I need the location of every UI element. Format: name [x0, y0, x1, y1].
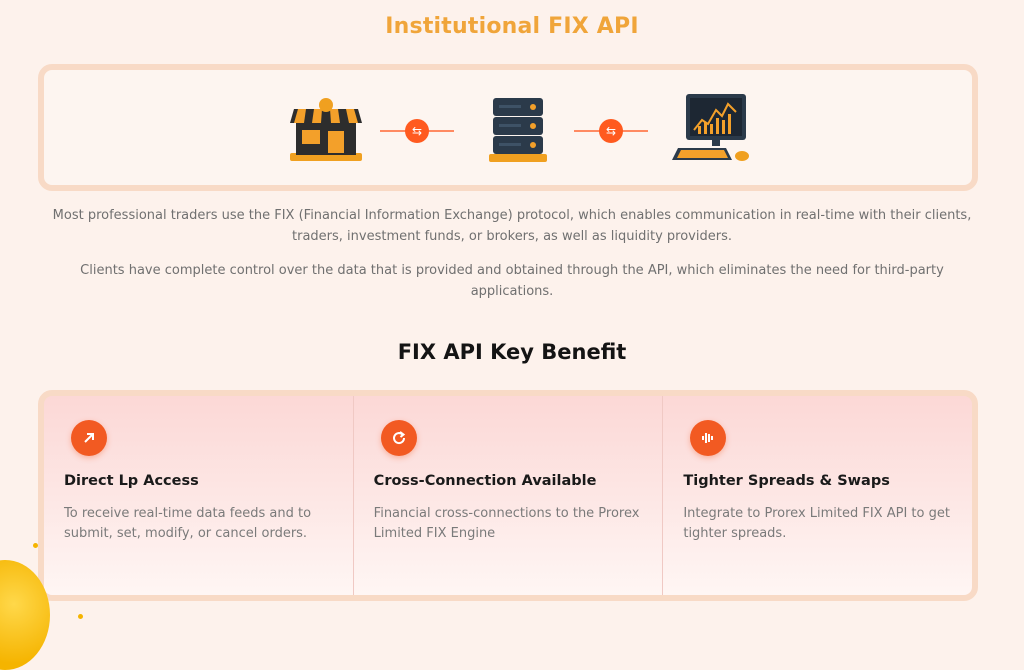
benefit-text: Financial cross-connections to the Prore… [373, 506, 640, 541]
benefit-card-cross-connection: Cross-Connection Available Financial cro… [354, 396, 664, 595]
refresh-cycle-icon [380, 420, 417, 456]
benefits-heading: FIX API Key Benefit [397, 340, 627, 364]
benefit-title: Direct Lp Access [64, 473, 199, 489]
sound-bars-icon [690, 420, 727, 456]
benefit-text: Integrate to Prorex Limited FIX API to g… [683, 506, 950, 541]
benefit-title: Cross-Connection Available [373, 473, 597, 489]
connector-1: ⇆ [380, 118, 454, 144]
exchange-arrows-icon: ⇆ [599, 119, 623, 143]
exchange-arrows-icon: ⇆ [405, 119, 429, 143]
flow-diagram: ⇆ ⇆ [44, 70, 972, 185]
flow-diagram-card: ⇆ ⇆ [38, 64, 978, 191]
trading-computer-icon [672, 92, 754, 170]
benefits-panel: Direct Lp Access To receive real-time da… [38, 390, 978, 601]
server-icon [487, 94, 549, 168]
decorative-sparkle [78, 614, 83, 619]
benefit-title: Tighter Spreads & Swaps [683, 473, 890, 489]
benefit-card-direct-lp-access: Direct Lp Access To receive real-time da… [44, 396, 354, 595]
connector-2: ⇆ [574, 118, 648, 144]
benefit-text: To receive real-time data feeds and to s… [64, 506, 312, 541]
description-paragraph-1: Most professional traders use the FIX (F… [52, 208, 972, 244]
decorative-sparkle [33, 543, 38, 548]
page-title: Institutional FIX API [385, 14, 639, 39]
arrow-up-right-icon [71, 420, 107, 456]
storefront-icon [288, 97, 364, 167]
benefit-card-tighter-spreads: Tighter Spreads & Swaps Integrate to Pro… [663, 396, 972, 595]
description-paragraph-2: Clients have complete control over the d… [80, 263, 944, 299]
